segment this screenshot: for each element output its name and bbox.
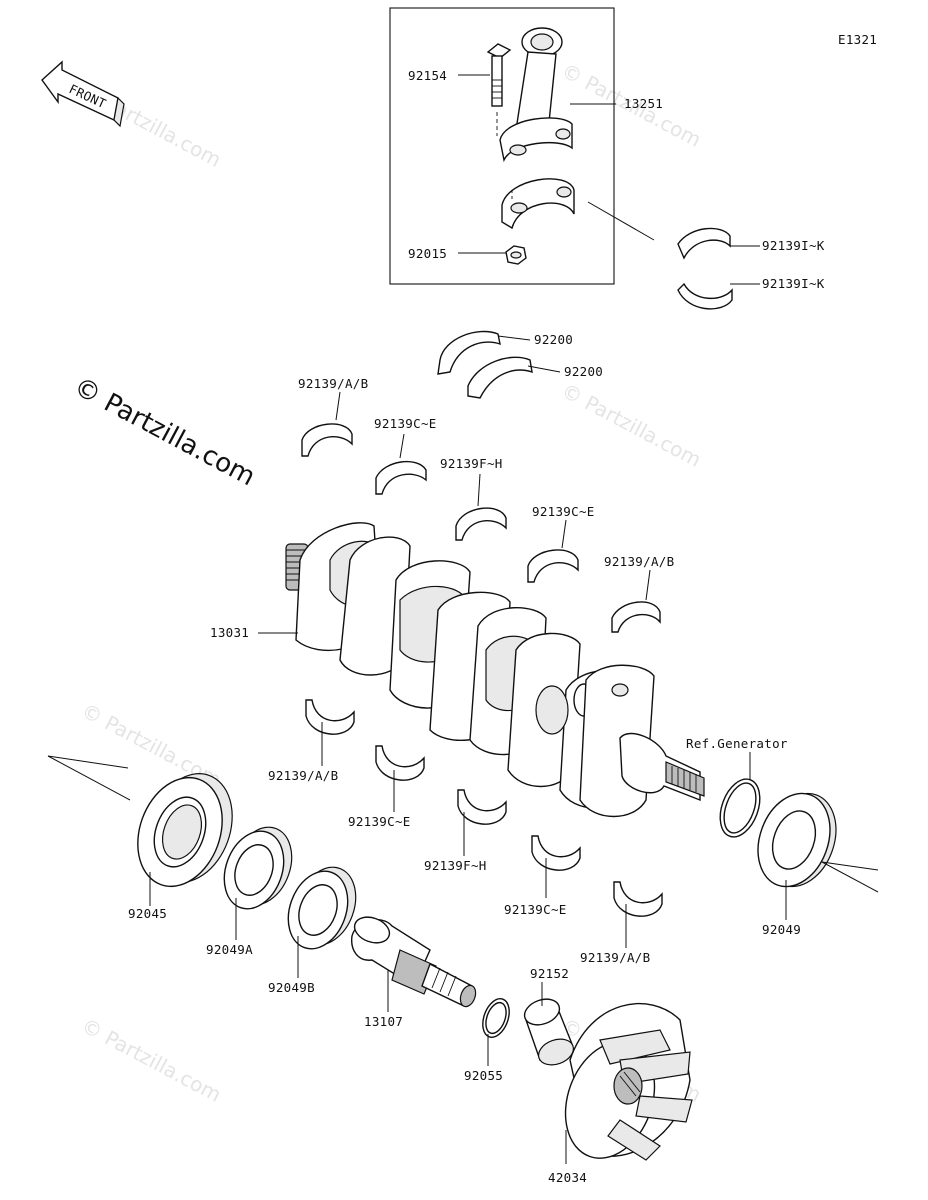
callout-42034: 42034	[548, 1170, 587, 1185]
rod-bearing-shells	[587, 201, 733, 310]
callout-labels: 92154 13251 92015 92139I~K 92139I~K 9220…	[128, 68, 825, 1185]
thrust-washers	[437, 330, 533, 399]
callout-ref-generator: Ref.Generator	[686, 736, 788, 751]
callout-92200-upper: 92200	[534, 332, 573, 347]
partzilla-watermark: © Partzilla.com	[69, 372, 260, 493]
callout-92139c-e-4: 92139C~E	[504, 902, 567, 917]
callout-92139f-h-1: 92139F~H	[440, 456, 503, 471]
assembly-box	[389, 7, 615, 285]
oil-seal-b	[287, 866, 357, 950]
o-ring	[482, 998, 510, 1038]
connecting-rod-assembly	[389, 7, 615, 285]
leader-lines	[149, 74, 787, 1164]
callout-92045: 92045	[128, 906, 167, 921]
callout-92139i-k-upper: 92139I~K	[762, 238, 825, 253]
callout-92139-a-b-2: 92139/A/B	[604, 554, 674, 569]
rod-bolt	[486, 43, 512, 136]
callout-92139c-e-3: 92139C~E	[348, 814, 411, 829]
callout-92200-lower: 92200	[564, 364, 603, 379]
callout-92139c-e-2: 92139C~E	[532, 504, 595, 519]
callout-92139-a-b-1: 92139/A/B	[298, 376, 368, 391]
callout-13031: 13031	[210, 625, 249, 640]
callout-92139i-k-lower: 92139I~K	[762, 276, 825, 291]
callout-92049a: 92049A	[206, 942, 253, 957]
figure-code: E1321	[838, 32, 877, 47]
collar	[523, 998, 575, 1066]
callout-92139-a-b-3: 92139/A/B	[268, 768, 338, 783]
callout-92139f-h-2: 92139F~H	[424, 858, 487, 873]
output-shaft	[351, 916, 477, 1008]
upper-main-bearings	[301, 423, 661, 633]
callout-92152: 92152	[530, 966, 569, 981]
callout-13251: 13251	[624, 96, 663, 111]
callout-92055: 92055	[464, 1068, 503, 1083]
crankshaft	[285, 522, 705, 818]
rod-nut	[505, 245, 527, 265]
coupling	[564, 1003, 693, 1161]
callout-13107: 13107	[364, 1014, 403, 1029]
watermark: © Partzilla.com	[558, 378, 706, 472]
oil-seal-right	[757, 792, 879, 893]
callout-92139c-e-1: 92139C~E	[374, 416, 437, 431]
callout-92049b: 92049B	[268, 980, 315, 995]
oil-seal-a	[223, 826, 293, 910]
o-ring-generator	[719, 778, 761, 838]
rod-cap	[501, 178, 575, 230]
watermark: © Partzilla.com	[78, 1013, 226, 1107]
ball-bearing	[47, 755, 233, 888]
callout-92049: 92049	[762, 922, 801, 937]
callout-92015: 92015	[408, 246, 447, 261]
callout-92139-a-b-4: 92139/A/B	[580, 950, 650, 965]
callout-92154: 92154	[408, 68, 447, 83]
connecting-rod	[499, 27, 573, 163]
